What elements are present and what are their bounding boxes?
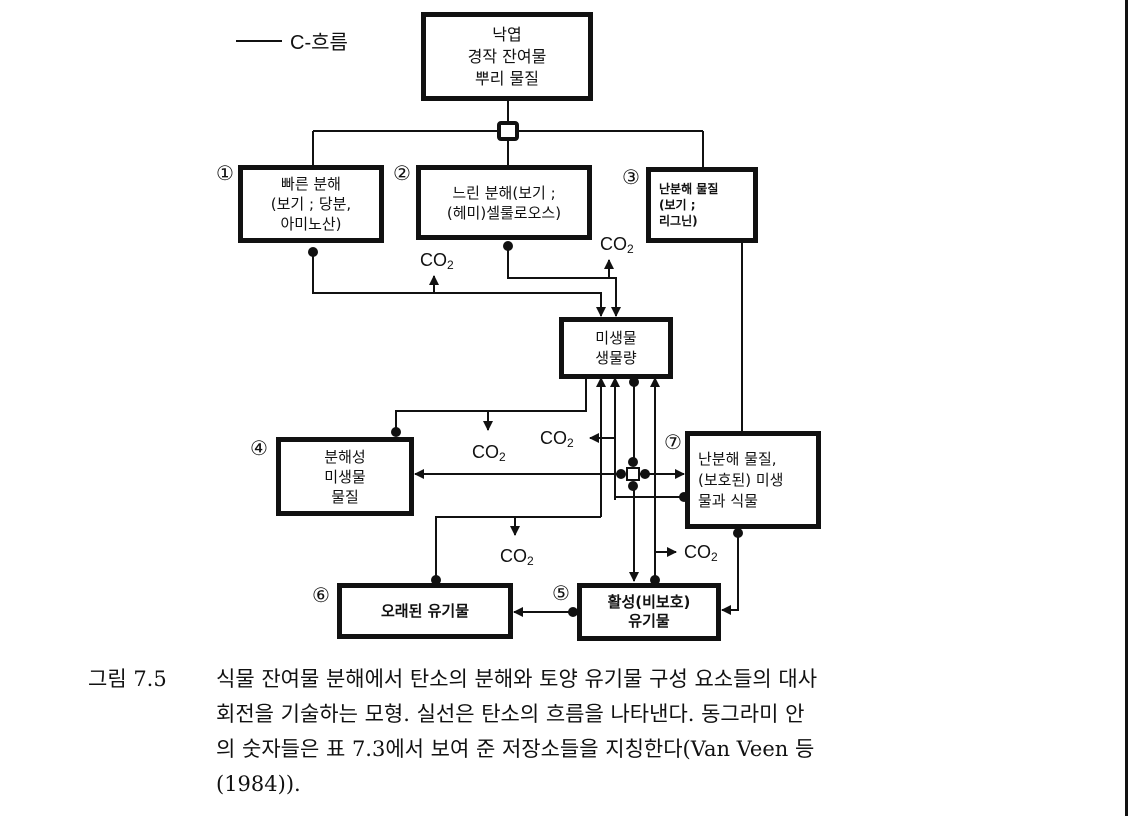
source-dot-pool5-top xyxy=(650,575,660,585)
source-line: 뿌리 물질 xyxy=(475,68,539,88)
pool-5-active-organic-matter: 활성(비보호) 유기물 xyxy=(577,583,721,641)
pool-4-decomposable-microbial: 분해성 미생물 물질 xyxy=(276,437,414,516)
source-box: 낙엽 경작 잔여물 뿌리 물질 xyxy=(421,12,593,101)
legend-line xyxy=(236,39,282,42)
pool-2-slow-decomposition: 느린 분해(보기 ; (헤미)셀룰로오스) xyxy=(416,165,592,240)
pool-6-line: 오래된 유기물 xyxy=(380,602,470,620)
co2-sub: 2 xyxy=(527,554,534,568)
hub-dot-left xyxy=(616,469,626,479)
pool-5-line: 활성(비보호) xyxy=(607,593,691,611)
source-line: 경작 잔여물 xyxy=(467,46,547,66)
caption-line: (1984)). xyxy=(216,772,301,796)
pool-7-line: 물과 식물 xyxy=(698,491,758,510)
hub-dot-bottom xyxy=(628,481,638,491)
co2-text: CO xyxy=(472,442,499,462)
source-dot-biomass xyxy=(629,377,639,387)
pool-4-number: ④ xyxy=(250,436,268,460)
co2-sub: 2 xyxy=(627,242,634,256)
caption-label: 그림 7.5 xyxy=(88,667,167,691)
co2-sub: 2 xyxy=(499,450,506,464)
pool-6-number: ⑥ xyxy=(312,583,330,607)
pool-3-recalcitrant: 난분해 물질 (보기 ; 리그닌) xyxy=(646,167,758,243)
pool-3-line: 난분해 물질 xyxy=(659,182,719,196)
link-pool7-pool5 xyxy=(721,528,739,615)
co2-sub: 2 xyxy=(711,550,718,564)
microbial-biomass-box: 미생물 생물량 xyxy=(559,317,673,379)
co2-label-pool1: CO2 xyxy=(420,250,454,275)
hub-dot-right xyxy=(640,469,650,479)
pool-3-line: 리그닌) xyxy=(659,214,698,228)
co2-text: CO xyxy=(600,234,627,254)
pool-7-number: ⑦ xyxy=(664,430,682,454)
link-pool2-biomass xyxy=(507,244,621,317)
pool-2-number: ② xyxy=(393,161,411,185)
source-dot-pool5-left xyxy=(568,607,578,617)
pool-7-line: 난분해 물질, xyxy=(698,449,777,468)
link-pool6-biomass xyxy=(435,516,601,583)
pool-1-line: 빠른 분해 xyxy=(281,175,341,193)
page-edge-line xyxy=(1125,0,1128,816)
link-biomass-pool4 xyxy=(395,378,587,432)
pool-2-line: (헤미)셀룰로오스) xyxy=(446,203,562,222)
pool-5-number: ⑤ xyxy=(552,581,570,605)
co2-text: CO xyxy=(540,428,567,448)
flow-lines xyxy=(308,100,743,617)
biomass-line: 미생물 xyxy=(595,329,637,347)
source-dot-pool7-bottom xyxy=(733,528,743,538)
pool-4-line: 미생물 xyxy=(324,467,366,486)
caption-line: 의 숫자들은 표 7.3에서 보여 준 저장소들을 지칭한다(Van Veen … xyxy=(216,737,815,761)
pool-4-line: 물질 xyxy=(331,487,359,506)
co2-text: CO xyxy=(500,546,527,566)
pool-1-line: (보기 ; 당분, xyxy=(270,195,352,213)
pool-2-line: 느린 분해(보기 ; xyxy=(452,183,556,202)
caption-line: 회전을 기술하는 모형. 실선은 탄소의 흐름을 나타낸다. 동그라미 안 xyxy=(216,702,805,726)
co2-sub: 2 xyxy=(447,258,454,272)
co2-label-pool5: CO2 xyxy=(684,542,718,567)
co2-text: CO xyxy=(684,542,711,562)
biomass-line: 생물량 xyxy=(595,349,637,367)
co2-sub: 2 xyxy=(567,436,574,450)
legend: C-흐름 xyxy=(236,26,348,55)
pool-7-line: (보호된) 미생 xyxy=(698,470,784,489)
caption-text: 식물 잔여물 분해에서 탄소의 분해와 토양 유기물 구성 요소들의 대사 회전… xyxy=(216,662,976,802)
co2-label-pool6: CO2 xyxy=(500,546,534,571)
hub-node xyxy=(626,467,640,481)
pool-5-line: 유기물 xyxy=(628,612,670,630)
source-dot-pool6 xyxy=(431,575,441,585)
co2-label-mid: CO2 xyxy=(540,428,574,453)
co2-label-pool4: CO2 xyxy=(472,442,506,467)
pool-3-number: ③ xyxy=(622,165,640,189)
pool-1-fast-decomposition: 빠른 분해 (보기 ; 당분, 아미노산) xyxy=(238,165,384,243)
co2-text: CO xyxy=(420,250,447,270)
legend-label: C-흐름 xyxy=(290,32,348,54)
junction-node xyxy=(497,121,519,141)
co2-label-pool2: CO2 xyxy=(600,234,634,259)
hub-dot-top xyxy=(628,457,638,467)
pool-3-line: (보기 ; xyxy=(659,198,696,212)
pool-1-line: 아미노산) xyxy=(280,215,342,233)
pool-4-line: 분해성 xyxy=(324,447,366,466)
pool-7-protected: 난분해 물질, (보호된) 미생 물과 식물 xyxy=(685,431,821,529)
source-dot-pool2 xyxy=(503,241,513,251)
pool-1-number: ① xyxy=(216,161,234,185)
source-dot-pool1 xyxy=(308,247,318,257)
caption-line: 식물 잔여물 분해에서 탄소의 분해와 토양 유기물 구성 요소들의 대사 xyxy=(216,667,818,691)
link-pool1-biomass xyxy=(312,250,606,317)
source-dot-pool4 xyxy=(391,427,401,437)
pool-6-old-organic-matter: 오래된 유기물 xyxy=(337,583,513,639)
source-line: 낙엽 xyxy=(492,24,522,44)
